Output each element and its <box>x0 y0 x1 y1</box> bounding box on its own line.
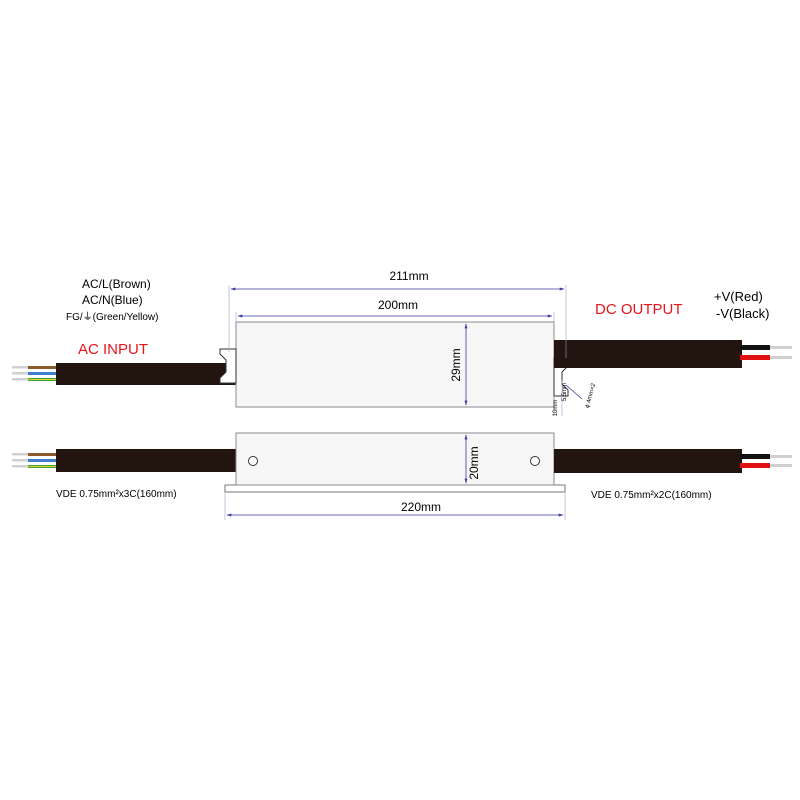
ac-input-wires-side <box>12 453 58 468</box>
left-mount-bracket-top <box>219 348 237 384</box>
hole-leader <box>565 384 583 400</box>
v-minus-label: -V(Black) <box>716 306 769 321</box>
case-top <box>235 321 555 408</box>
dc-output-label: DC OUTPUT <box>595 301 683 318</box>
dim-case-length: 200mm <box>378 298 418 312</box>
mount-hole-right <box>530 456 540 466</box>
dim-hole: ϕ 4mm×2 <box>585 382 597 409</box>
mount-hole-left <box>248 456 258 466</box>
ac-input-label: AC INPUT <box>78 341 148 358</box>
cable-out-spec: VDE 0.75mm²x2C(160mm) <box>591 490 712 501</box>
v-plus-label: +V(Red) <box>714 289 763 304</box>
dc-output-wires-side <box>740 454 792 468</box>
dim-mount-length: 220mm <box>401 500 441 514</box>
dc-output-cable-top <box>554 340 742 368</box>
ac-l-label: AC/L(Brown) <box>82 277 151 291</box>
ac-n-label: AC/N(Blue) <box>82 293 143 307</box>
side-view: 20mm 220mm VDE 0.75mm²x3C(160mm) VDE 0.7… <box>12 432 792 520</box>
ac-input-wires-top <box>12 366 58 381</box>
dim-height-top: 29mm <box>449 348 463 381</box>
top-view: 211mm 200mm 29mm 10mm 5.5mm ϕ 4mm×2 AC/L… <box>12 269 792 416</box>
ac-input-cable-side <box>56 449 237 472</box>
cable-in-spec: VDE 0.75mm²x3C(160mm) <box>56 489 177 500</box>
ac-input-cable-top <box>56 363 237 385</box>
dim-small-a: 10mm <box>553 400 559 417</box>
dc-output-wires-top <box>740 345 792 360</box>
fg-label: FG/⏚(Green/Yellow) <box>66 311 158 323</box>
dc-output-cable-side <box>554 449 742 473</box>
dim-overall-length: 211mm <box>389 269 428 283</box>
dim-height-side: 20mm <box>467 446 481 479</box>
dim-small-b: 5.5mm <box>562 383 568 401</box>
case-side <box>235 432 555 486</box>
